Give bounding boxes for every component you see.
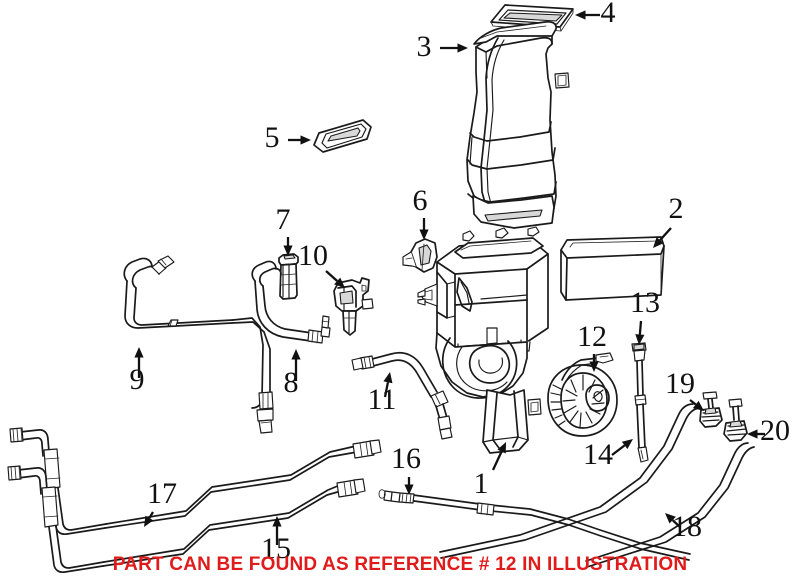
callout-number-1[interactable]: 1 (474, 467, 489, 500)
callout-number-18[interactable]: 18 (672, 510, 702, 543)
callout-arrowhead-19 (692, 400, 704, 411)
callout-number-20[interactable]: 20 (760, 414, 790, 447)
part-11-refrigerant-hose (351, 351, 453, 440)
callout-number-19[interactable]: 19 (665, 367, 695, 400)
callout-number-9[interactable]: 9 (130, 363, 145, 396)
callout-arrowhead-5 (300, 135, 311, 145)
callout-leader-1 (491, 451, 503, 471)
callout-leader-13 (638, 320, 643, 335)
part-8-drain-hose (251, 260, 331, 344)
callout-number-14[interactable]: 14 (583, 438, 613, 471)
part-19-mounting-nut (699, 391, 723, 428)
callout-arrowhead-8 (291, 349, 301, 360)
callout-number-13[interactable]: 13 (630, 286, 660, 319)
part-2-cabin-filter-panel (560, 236, 665, 301)
callout-arrowhead-16 (404, 484, 414, 495)
callout-arrowhead-20 (747, 429, 758, 439)
callout-number-11[interactable]: 11 (368, 383, 397, 416)
callout-leader-10 (325, 270, 338, 282)
callout-arrowhead-3 (457, 43, 468, 53)
part-12-blower-motor (547, 352, 618, 437)
callout-number-4[interactable]: 4 (601, 0, 616, 29)
part-7-temperature-sensor (278, 253, 299, 300)
callout-arrowhead-9 (134, 347, 144, 358)
callout-number-7[interactable]: 7 (276, 203, 291, 236)
part-15-heater-hose-lower (7, 465, 366, 574)
callout-number-6[interactable]: 6 (413, 184, 428, 217)
callout-number-17[interactable]: 17 (147, 477, 177, 510)
callout-arrowhead-4 (575, 10, 586, 20)
callout-number-10[interactable]: 10 (298, 239, 328, 272)
part-5-defroster-vent (313, 119, 372, 153)
reference-caption: PART CAN BE FOUND AS REFERENCE # 12 IN I… (113, 554, 688, 575)
callout-arrowhead-14 (621, 439, 633, 450)
callout-number-8[interactable]: 8 (284, 366, 299, 399)
part-18-return-line-tube (439, 403, 755, 568)
part-1-evaporator-housing (417, 226, 549, 454)
part-13-14-drain-tube (631, 342, 649, 463)
callout-arrowhead-10 (334, 277, 345, 288)
callout-leader-17 (148, 511, 154, 519)
callout-arrowhead-15 (272, 516, 282, 527)
callout-arrowhead-1 (497, 442, 506, 454)
callout-number-16[interactable]: 16 (391, 442, 421, 475)
callout-number-3[interactable]: 3 (417, 30, 432, 63)
callout-arrowhead-2 (653, 237, 664, 248)
callout-arrowhead-7 (283, 245, 293, 256)
part-9-suction-line-hose (123, 255, 274, 434)
part-3-air-distribution-duct (466, 20, 570, 229)
callout-leader-14 (611, 444, 626, 456)
part-10-expansion-valve (333, 277, 374, 336)
callout-leader-2 (659, 227, 672, 241)
callout-arrowhead-12 (589, 361, 599, 372)
callout-leader-18 (671, 519, 681, 528)
callout-leader-layer (134, 10, 765, 545)
callout-number-5[interactable]: 5 (265, 121, 280, 154)
callout-leader-11 (383, 382, 390, 398)
callout-arrowhead-17 (144, 515, 154, 527)
callout-number-2[interactable]: 2 (669, 192, 684, 225)
part-6-retaining-clip (402, 238, 438, 273)
callout-number-12[interactable]: 12 (577, 320, 607, 353)
callout-arrowhead-11 (383, 372, 393, 384)
callout-arrowhead-13 (635, 334, 645, 345)
part-20-mounting-nut-screw (723, 398, 748, 442)
callout-arrowhead-18 (665, 513, 676, 524)
part-17-heater-hose-upper (9, 427, 382, 536)
callout-arrowhead-6 (419, 229, 429, 240)
callout-leader-19 (689, 399, 697, 406)
callout-number-15[interactable]: 15 (261, 532, 291, 565)
